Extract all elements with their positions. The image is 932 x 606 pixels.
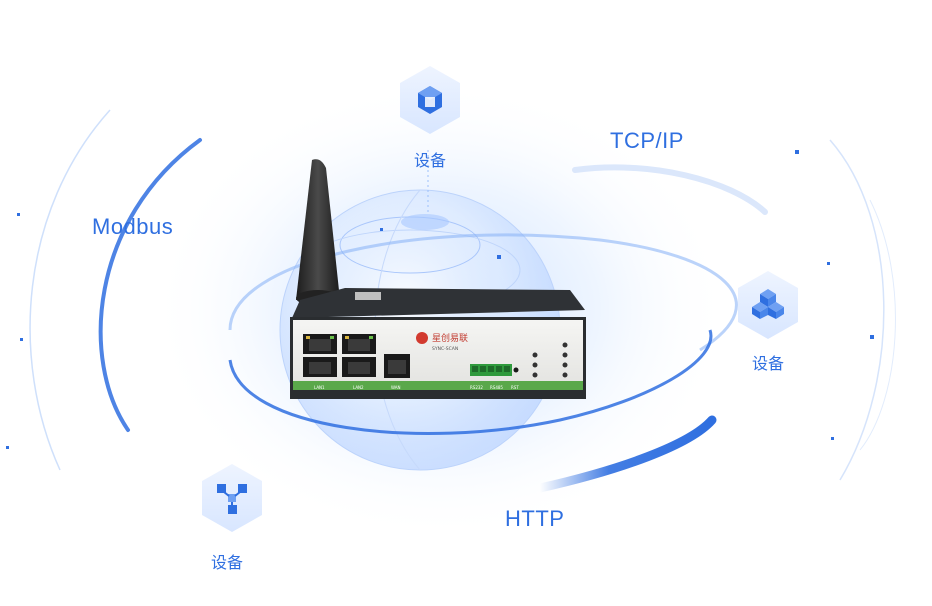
sparkle-dot bbox=[20, 338, 23, 341]
label-rst: RST bbox=[511, 385, 519, 390]
router-faceplate bbox=[293, 320, 583, 390]
brand-cn: 星创易联 bbox=[432, 332, 468, 344]
cube-icon bbox=[418, 86, 442, 114]
terminal-block bbox=[470, 364, 512, 376]
brand-logo-icon bbox=[416, 332, 428, 344]
label-lan-left: LAN1 bbox=[314, 385, 325, 390]
router-sticker bbox=[355, 292, 381, 300]
outer-arc-right-faint2 bbox=[859, 199, 896, 451]
label-rs485: RS485 bbox=[490, 385, 503, 390]
device-bottom-left-hex bbox=[202, 464, 262, 532]
outer-arc-left bbox=[98, 138, 202, 432]
status-leds bbox=[532, 342, 568, 378]
label-wan: WAN bbox=[391, 385, 400, 390]
sparkle-dot bbox=[17, 213, 20, 216]
brand-en: SYNC-SCAN bbox=[432, 346, 458, 352]
beam-glow bbox=[401, 214, 449, 230]
outer-arc-left-faint bbox=[29, 109, 111, 471]
antenna bbox=[296, 159, 340, 300]
lan-ports-mid bbox=[342, 334, 376, 377]
orbit-band-back bbox=[228, 233, 738, 352]
orbit-band-sweep bbox=[535, 415, 717, 493]
sparkle-dot bbox=[497, 255, 501, 259]
reset-button bbox=[513, 367, 519, 373]
wan-port bbox=[384, 354, 410, 378]
device-top-label: 设备 bbox=[414, 151, 447, 170]
lan-ports-left bbox=[303, 334, 337, 377]
orbit-band-front bbox=[228, 329, 713, 435]
protocol-tcpip-label: TCP/IP bbox=[610, 128, 684, 153]
outer-arc-right-faint bbox=[829, 139, 885, 481]
label-lan-mid: LAN2 bbox=[353, 385, 364, 390]
industrial-router: 星创易联 SYNC-SCAN LAN1 LAN2 WAN RS232 RS485 bbox=[290, 159, 586, 399]
router-green-strip bbox=[293, 381, 583, 390]
network-cubes-icon bbox=[217, 484, 247, 514]
sparkle-dot bbox=[380, 228, 383, 231]
sparkle-dot bbox=[6, 446, 9, 449]
device-right-hex bbox=[738, 271, 798, 339]
tcp-arc bbox=[572, 164, 768, 215]
device-bottom-left-label: 设备 bbox=[211, 553, 244, 572]
sparkle-dot bbox=[795, 150, 799, 154]
sparkle-dot bbox=[831, 437, 834, 440]
sparkle-dot bbox=[827, 262, 830, 265]
label-rs232: RS232 bbox=[470, 385, 483, 390]
protocol-modbus-label: Modbus bbox=[92, 214, 174, 239]
sparkle-dot bbox=[870, 335, 874, 339]
device-top-hex bbox=[400, 66, 460, 134]
stacked-cubes-icon bbox=[752, 289, 784, 319]
protocol-http-label: HTTP bbox=[505, 506, 565, 531]
device-right-label: 设备 bbox=[752, 354, 785, 373]
